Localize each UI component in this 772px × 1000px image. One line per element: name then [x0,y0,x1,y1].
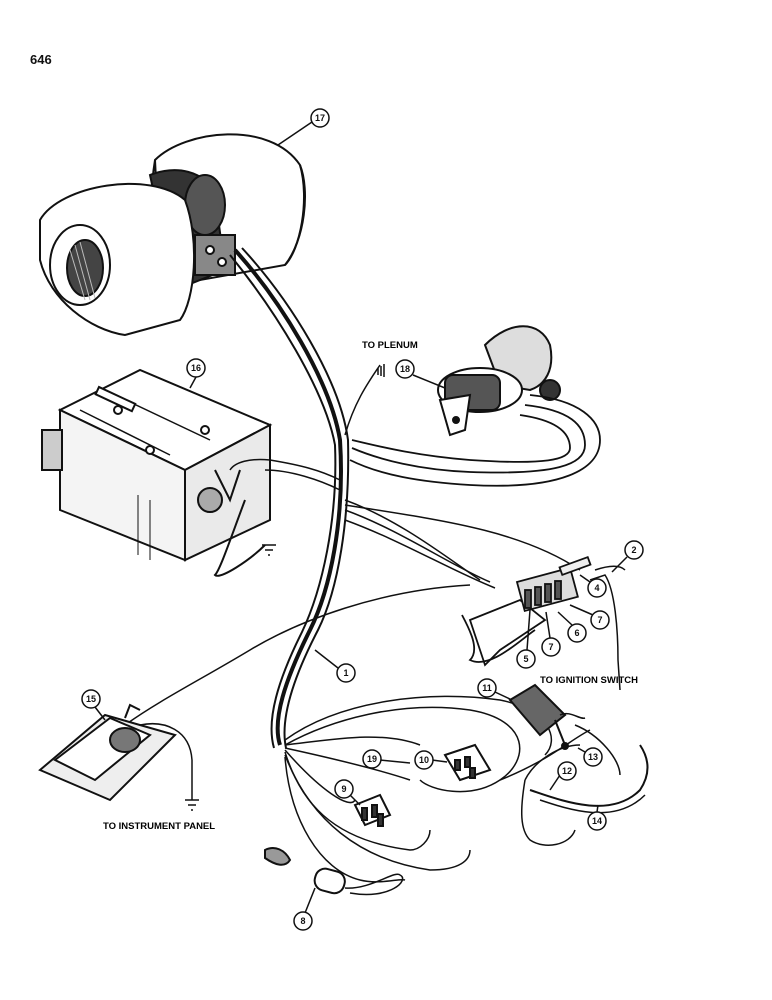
solenoid-valve [349,325,601,487]
part-8-resistor [264,847,346,895]
svg-text:2: 2 [631,545,636,555]
callout-7-lower: 7 [541,611,561,657]
svg-text:13: 13 [588,752,598,762]
svg-text:5: 5 [523,654,528,664]
label-to-ignition-switch: TO IGNITION SWITCH [540,675,638,686]
svg-text:9: 9 [341,784,346,794]
callout-4: 4 [579,574,607,598]
part-11-switch [508,683,586,750]
fuse-block [461,555,592,667]
callout-15: 15 [81,689,106,721]
callout-11: 11 [477,678,513,701]
svg-text:19: 19 [367,754,377,764]
svg-text:4: 4 [594,583,599,593]
svg-text:12: 12 [562,766,572,776]
callout-19: 19 [362,749,411,769]
svg-text:7: 7 [548,642,553,652]
blower-assembly [39,133,306,337]
callout-10: 10 [414,750,448,770]
svg-text:7: 7 [597,615,602,625]
callout-6: 6 [557,611,587,643]
svg-text:10: 10 [419,755,429,765]
svg-text:14: 14 [592,816,602,826]
svg-text:16: 16 [191,363,201,373]
callout-12: 12 [549,761,577,791]
svg-text:18: 18 [400,364,410,374]
label-to-instrument-panel: TO INSTRUMENT PANEL [103,821,215,832]
svg-text:1: 1 [343,668,348,678]
callout-13: 13 [577,747,603,767]
callout-5: 5 [516,609,536,669]
main-harness [124,247,649,896]
callout-16: 16 [186,358,206,389]
callout-2: 2 [611,540,644,573]
part-10-relay [443,743,492,782]
svg-text:6: 6 [574,628,579,638]
callout-17: 17 [277,108,330,146]
label-to-plenum: TO PLENUM [362,340,418,351]
svg-text:11: 11 [482,683,492,693]
part-9-connector [353,793,392,827]
callout-1: 1 [314,649,356,683]
part-15-module [38,703,199,811]
svg-text:8: 8 [300,916,305,926]
callout-14: 14 [587,804,607,831]
callout-9: 9 [334,779,361,806]
svg-text:15: 15 [86,694,96,704]
heater-unit [41,368,276,577]
callout-8: 8 [293,887,316,931]
callout-18: 18 [395,359,446,389]
callout-7-right: 7 [569,604,610,630]
page-number: 646 [30,52,52,67]
svg-text:17: 17 [315,113,325,123]
